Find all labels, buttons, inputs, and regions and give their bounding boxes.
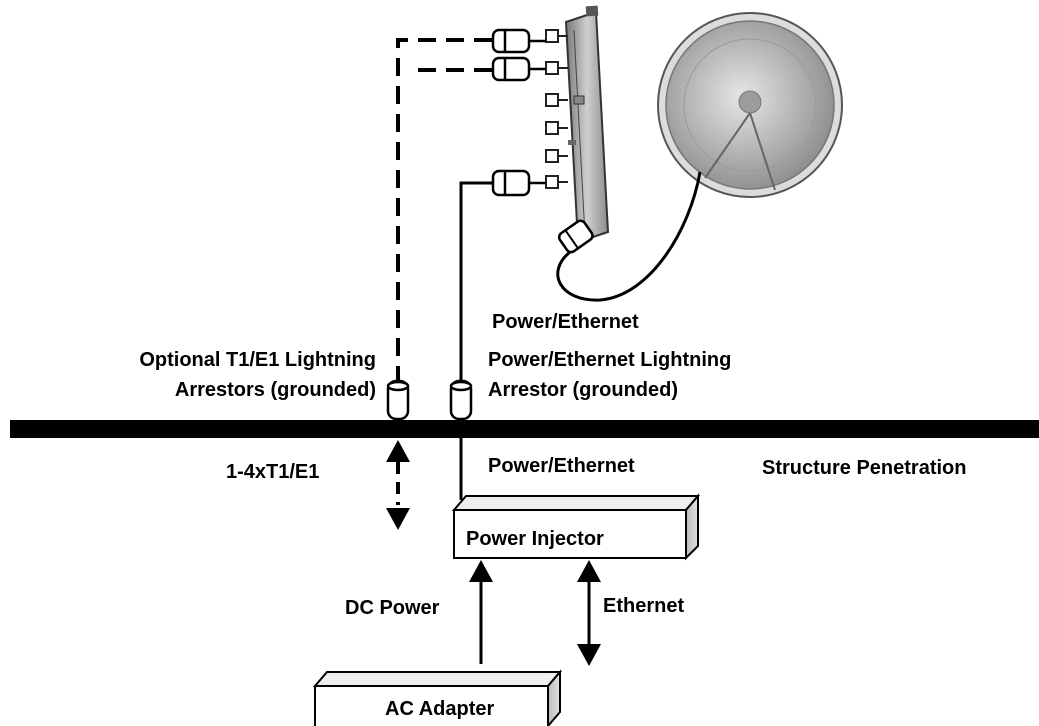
structure-wall [10, 420, 1039, 438]
power-ethernet-mid-label: Power/Ethernet [488, 455, 635, 477]
t1e1-arrow [386, 440, 410, 530]
t1e1-count-label: 1-4xT1/E1 [226, 461, 320, 483]
inline-connectors [491, 28, 546, 197]
radio-connectors [545, 29, 568, 189]
radio-unit [545, 5, 610, 244]
dc-power-arrow [469, 560, 493, 664]
power-injector-box [451, 493, 701, 561]
power-ethernet-cable [459, 181, 493, 500]
t1e1-dashed-cables [396, 38, 492, 380]
pe-arrestor-label-line1: Power/Ethernet Lightning [488, 349, 732, 371]
power-ethernet-top-label: Power/Ethernet [492, 311, 639, 333]
optional-arrestors-label-line2: Arrestors (grounded) [174, 379, 376, 401]
pe-arrestor-label-line2: Arrestor (grounded) [488, 379, 678, 401]
ac-adapter-box [312, 669, 563, 726]
power-injector-label: Power Injector [466, 528, 604, 550]
ethernet-arrow [577, 560, 601, 666]
ethernet-label: Ethernet [603, 595, 685, 617]
lightning-arrestors [386, 379, 473, 421]
radio-to-dish-cable [556, 171, 702, 302]
dc-power-label: DC Power [345, 597, 440, 619]
optional-arrestors-label-line1: Optional T1/E1 Lightning [139, 349, 376, 371]
ac-adapter-label: AC Adapter [385, 698, 495, 720]
structure-penetration-label: Structure Penetration [762, 457, 967, 479]
dish-antenna [657, 12, 843, 198]
